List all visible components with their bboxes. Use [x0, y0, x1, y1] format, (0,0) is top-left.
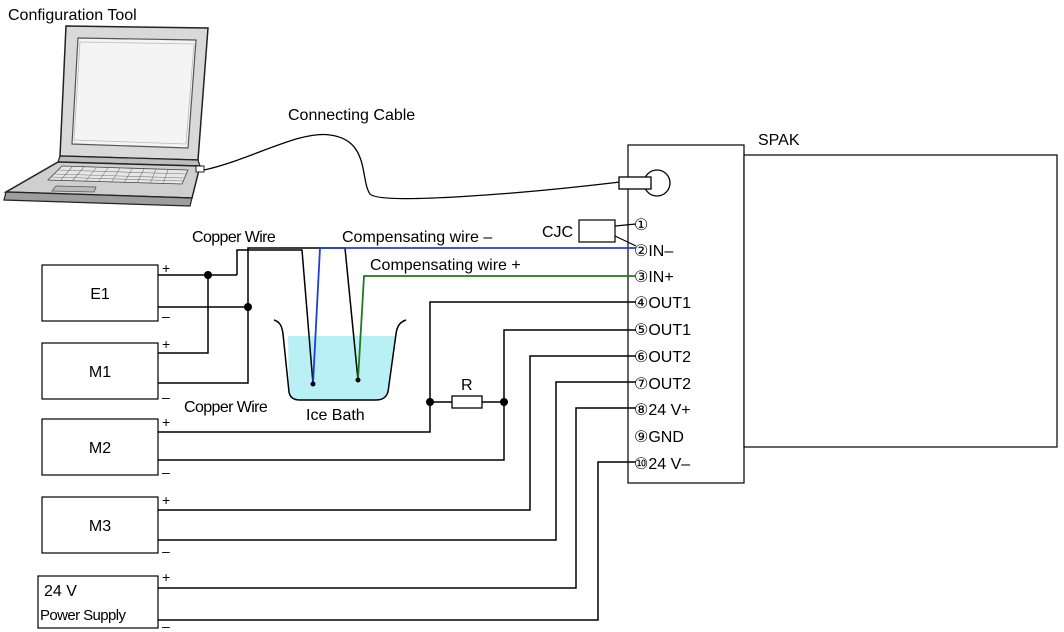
compensating-wire-positive	[357, 275, 636, 381]
m2-plus-sign: +	[162, 414, 170, 430]
cable-plug-icon	[618, 176, 652, 190]
power-supply-label-line2: Power Supply	[40, 607, 126, 624]
terminal-3-label: IN+	[648, 269, 673, 286]
terminal-6-number: ⑥	[634, 349, 648, 366]
terminal-8-label: 24 V+	[648, 402, 690, 419]
terminal-2-label: IN–	[648, 243, 673, 260]
terminal-5-label: OUT1	[648, 322, 691, 339]
resistor-label: R	[461, 377, 473, 394]
m3-plus-sign: +	[162, 492, 170, 508]
m1-plus-sign: +	[162, 336, 170, 352]
svg-text:⑦OUT2: ⑦OUT2	[634, 376, 691, 393]
power-supply-label-line1: 24 V	[44, 583, 77, 600]
power-supply-minus-sign: –	[162, 618, 170, 632]
ice-bath-label: Ice Bath	[306, 407, 365, 424]
m1-minus-sign: –	[162, 389, 170, 405]
terminal-2-number: ②	[634, 243, 648, 260]
terminal-4-label: OUT1	[648, 295, 691, 312]
terminal-4-number: ④	[634, 295, 648, 312]
e1-minus-sign: –	[162, 308, 170, 324]
connecting-cable-label: Connecting Cable	[288, 107, 415, 124]
terminal-10-label: 24 V–	[648, 456, 690, 473]
cjc-label: CJC	[542, 224, 573, 241]
terminal-7-label: OUT2	[648, 376, 691, 393]
terminal-8-number: ⑧	[634, 402, 648, 419]
terminal-7-number: ⑦	[634, 376, 648, 393]
resistor-icon	[451, 395, 483, 409]
ice-bath-icon	[273, 319, 407, 401]
compensating-wire-negative	[312, 247, 636, 385]
copper-wire-top-label: Copper Wire	[192, 229, 276, 246]
power-supply-plus-sign: +	[162, 569, 170, 585]
svg-text:①: ①	[634, 217, 648, 234]
terminal-6-label: OUT2	[648, 349, 691, 366]
cjc-box	[578, 219, 616, 243]
terminal-9-label: GND	[648, 429, 684, 446]
terminal-1-number: ①	[634, 217, 648, 234]
m3-minus-sign: –	[162, 543, 170, 559]
svg-text:⑤OUT1: ⑤OUT1	[634, 322, 691, 339]
device-m2-label: M2	[89, 440, 111, 457]
copper-wire-bottom-label: Copper Wire	[184, 399, 268, 416]
compensating-wire-positive-label: Compensating wire +	[370, 257, 521, 274]
m2-minus-sign: –	[162, 464, 170, 480]
e1-plus-sign: +	[162, 260, 170, 276]
svg-text:④OUT1: ④OUT1	[634, 295, 691, 312]
terminal-9-number: ⑨	[634, 429, 648, 446]
device-e1-label: E1	[90, 286, 110, 303]
device-m1-box	[41, 342, 159, 400]
spak-module	[627, 144, 745, 484]
svg-text:②IN–: ②IN–	[634, 243, 673, 260]
svg-text:⑧24 V+: ⑧24 V+	[634, 402, 691, 419]
terminal-10-number: ⑩	[634, 456, 648, 473]
configuration-tool-label: Configuration Tool	[8, 7, 137, 24]
junction-dots	[204, 271, 508, 406]
device-m1-label: M1	[89, 364, 111, 381]
compensating-wire-negative-label: Compensating wire –	[342, 229, 492, 246]
spak-label: SPAK	[758, 132, 800, 149]
spak-outline	[743, 154, 1058, 448]
power-supply-box	[37, 575, 159, 629]
svg-text:⑥OUT2: ⑥OUT2	[634, 349, 691, 366]
device-m3-box	[41, 496, 159, 554]
svg-text:③IN+: ③IN+	[634, 269, 674, 286]
wiring	[158, 247, 636, 621]
terminal-block: ① ②IN– ③IN+ ④OUT1 ⑤OUT1 ⑥OUT2 ⑦OUT2 ⑧24 …	[634, 217, 691, 473]
svg-text:⑩24 V–: ⑩24 V–	[634, 456, 690, 473]
device-m2-box	[41, 418, 159, 476]
device-m3-label: M3	[89, 518, 111, 535]
connecting-cable	[203, 133, 621, 200]
laptop-icon	[3, 25, 209, 207]
svg-text:⑨GND: ⑨GND	[634, 429, 684, 446]
device-e1-box	[41, 264, 159, 322]
terminal-5-number: ⑤	[634, 322, 648, 339]
terminal-3-number: ③	[634, 269, 648, 286]
